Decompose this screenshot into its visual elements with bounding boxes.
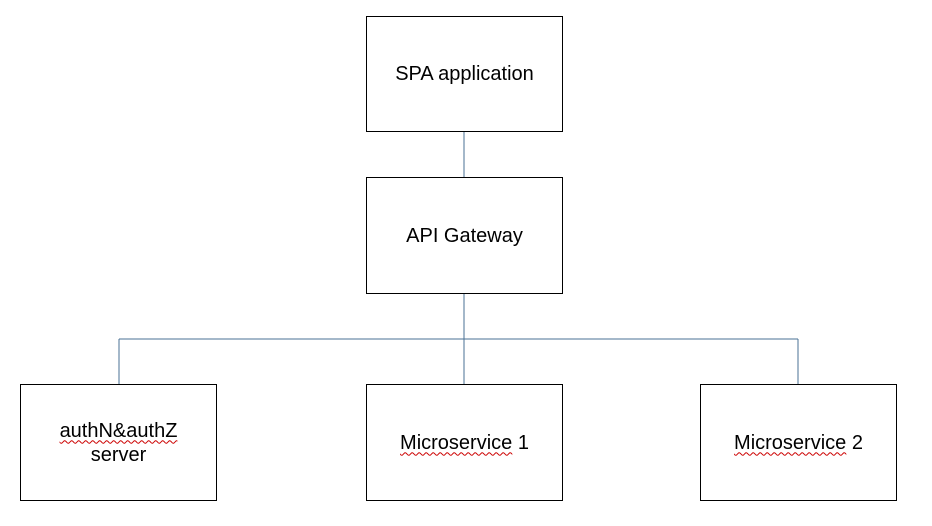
- microservice-1-label: Microservice 1: [400, 431, 529, 455]
- microservice-1-label-word: Microservice: [400, 431, 513, 454]
- microservice-1-box[interactable]: Microservice 1: [366, 384, 563, 501]
- microservice-2-label-number: 2: [846, 431, 863, 454]
- microservice-2-box[interactable]: Microservice 2: [700, 384, 897, 501]
- api-gateway-label: API Gateway: [406, 224, 523, 247]
- microservice-1-label-number: 1: [512, 431, 529, 454]
- microservice-2-label-word: Microservice: [734, 431, 847, 454]
- spa-application-box[interactable]: SPA application: [366, 16, 563, 132]
- api-gateway-box[interactable]: API Gateway: [366, 177, 563, 294]
- auth-server-label: authN&authZ server: [60, 419, 178, 467]
- auth-server-label-line1: authN&authZ: [59, 419, 178, 442]
- auth-server-label-line2: server: [90, 443, 147, 466]
- microservice-2-label: Microservice 2: [734, 431, 863, 455]
- auth-server-box[interactable]: authN&authZ server: [20, 384, 217, 501]
- spa-application-label: SPA application: [395, 63, 534, 85]
